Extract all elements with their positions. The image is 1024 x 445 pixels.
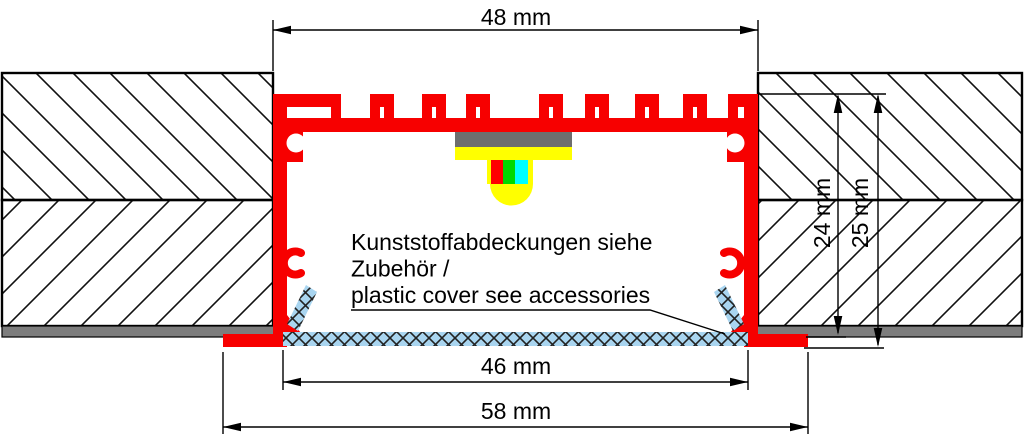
led-dome: [490, 184, 533, 206]
labels: 48 mm 46 mm 58 mm 24 mm 25 mm Kunststoff…: [351, 4, 873, 424]
corner-relief-holes: [286, 133, 745, 153]
wall-blocks: [0, 71, 1024, 328]
arrow-58-left: [223, 422, 241, 432]
arrow-58-right: [790, 422, 808, 432]
plastic-cover: [283, 285, 748, 346]
arrow-48-right: [740, 25, 758, 35]
dim-48-label: 48 mm: [481, 4, 551, 30]
wall-left-lower: [0, 198, 275, 328]
arrow-24-top: [833, 94, 843, 113]
cover-clip-right: [714, 285, 744, 331]
note-line-1: Kunststoffabdeckungen siehe: [351, 229, 652, 255]
dim-48-lines: [272, 20, 759, 71]
trim-flange-left: [223, 334, 287, 347]
arrow-46-right: [730, 377, 748, 387]
dim-25-lines: [804, 96, 884, 349]
wall-right-upper: [756, 71, 1024, 202]
note-line-3: plastic cover see accessories: [351, 282, 650, 308]
relief-hole-right: [725, 133, 745, 153]
wall-right-lower: [756, 198, 1024, 328]
arrow-25-top: [873, 94, 883, 113]
trim-flange-right: [744, 334, 808, 347]
aluminium-profile: [223, 94, 808, 347]
arrow-25-bottom: [873, 328, 883, 347]
led-chip-red: [491, 160, 503, 184]
led-pcb: [455, 132, 572, 147]
cover-clip-left: [287, 285, 317, 331]
arrow-46-left: [283, 377, 301, 387]
led-board: [455, 147, 572, 160]
led-module: [455, 132, 572, 206]
profile-wall-left: [273, 94, 287, 337]
screw-channels: [279, 247, 746, 279]
dim-46-label: 46 mm: [481, 353, 551, 379]
note-line-2: Zubehör /: [351, 256, 450, 282]
relief-hole-left: [286, 133, 306, 153]
dim-24-lines: [806, 96, 846, 338]
profile-wall-right: [744, 94, 758, 337]
dim-24-label: 24 mm: [809, 178, 835, 248]
wall-left-upper: [0, 71, 275, 202]
cover-strip: [283, 332, 748, 346]
profile-fins: [273, 94, 758, 123]
arrow-48-left: [273, 25, 291, 35]
dim-25-label: 25 mm: [847, 178, 873, 248]
dimension-lines: [222, 20, 886, 434]
screw-channel-left: [279, 247, 305, 279]
screw-channel-right: [720, 247, 746, 279]
led-chip-green: [503, 160, 515, 184]
note-leader-line: [351, 309, 726, 335]
dim-58-label: 58 mm: [481, 398, 551, 424]
led-chip-cyan: [515, 160, 528, 184]
dim-46-lines: [282, 350, 749, 390]
dim-58-lines: [222, 352, 809, 434]
arrow-24-bottom: [833, 316, 843, 335]
